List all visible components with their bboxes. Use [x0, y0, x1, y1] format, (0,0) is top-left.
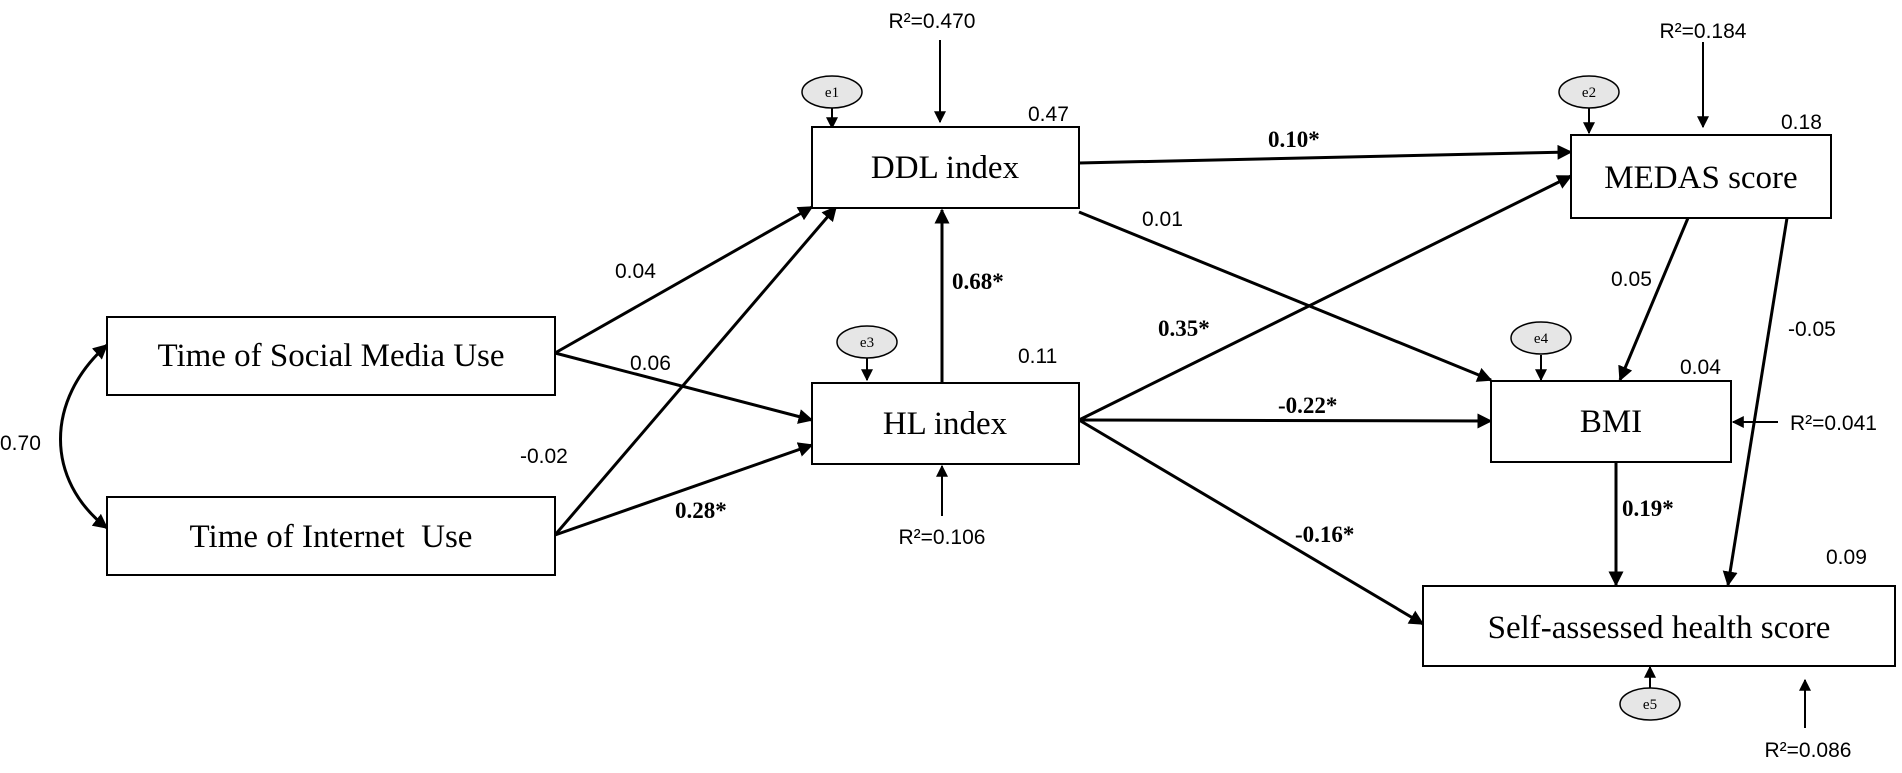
error-label: e4 [1534, 331, 1549, 347]
node-medas-score: MEDAS score [1570, 134, 1832, 219]
path-hl-medas [1078, 174, 1573, 422]
path-ddl-medas [1078, 144, 1573, 165]
node-self-assessed-health: Self-assessed health score [1422, 585, 1896, 667]
r2-bmi: R²=0.041 [1790, 412, 1877, 435]
node-hl-index: HL index [811, 382, 1080, 465]
path-hl-bmi [1078, 413, 1493, 429]
node-label: Time of Social Media Use [157, 338, 504, 374]
coef-hl-medas: 0.35* [1158, 316, 1210, 341]
error-label: e1 [825, 85, 839, 101]
node-label: BMI [1580, 404, 1642, 440]
node-label: Time of Internet Use [190, 519, 473, 555]
coef-hl-bmi: -0.22* [1278, 393, 1337, 418]
path-internet-hl [554, 442, 814, 537]
path-social-ddl [554, 205, 814, 355]
path-medas-bmi [1618, 217, 1690, 382]
coef-medas-self: -0.05 [1788, 318, 1836, 341]
node-label: HL index [883, 406, 1008, 442]
coef-bmi-self: 0.19* [1622, 496, 1674, 521]
node-bmi: BMI [1490, 380, 1732, 463]
value-ddl: 0.47 [1028, 103, 1069, 126]
error-e2: e2 [1558, 75, 1620, 109]
path-ddl-bmi [1078, 210, 1493, 382]
error-label: e5 [1643, 697, 1657, 713]
node-label: DDL index [871, 150, 1020, 186]
coef-hl-self: -0.16* [1295, 522, 1354, 547]
node-label: MEDAS score [1604, 160, 1797, 196]
r2-hl: R²=0.106 [899, 526, 986, 549]
r2-ddl: R²=0.470 [889, 10, 976, 33]
error-label: e2 [1582, 85, 1596, 101]
coef-hl-ddl: 0.68* [952, 269, 1004, 294]
covariance-arc [59, 343, 109, 530]
coef-medas-bmi: 0.05 [1611, 268, 1652, 291]
coef-social-hl: 0.06 [630, 352, 671, 375]
r2-medas: R²=0.184 [1660, 20, 1747, 43]
value-bmi: 0.04 [1680, 356, 1721, 379]
coef-social-ddl: 0.04 [615, 260, 656, 283]
coef-internet-ddl: -0.02 [520, 445, 568, 468]
path-hl-self [1078, 418, 1425, 626]
error-e5: e5 [1619, 687, 1681, 721]
value-hl: 0.11 [1018, 345, 1057, 368]
node-internet: Time of Internet Use [106, 496, 556, 576]
node-social-media: Time of Social Media Use [106, 316, 556, 396]
error-e1: e1 [801, 75, 863, 109]
error-label: e3 [860, 335, 874, 351]
value-medas: 0.18 [1781, 111, 1822, 134]
coef-internet-hl: 0.28* [675, 498, 727, 523]
r2-self: R²=0.086 [1765, 739, 1852, 762]
error-e3: e3 [836, 325, 898, 359]
value-self: 0.09 [1826, 546, 1867, 569]
coef-ddl-bmi: 0.01 [1142, 208, 1183, 231]
node-ddl-index: DDL index [811, 126, 1080, 209]
path-medas-self [1722, 217, 1789, 587]
node-label: Self-assessed health score [1488, 610, 1831, 646]
coef-covariance: 0.70 [0, 432, 41, 455]
path-internet-ddl [553, 205, 838, 536]
error-e4: e4 [1510, 321, 1572, 355]
coef-ddl-medas: 0.10* [1268, 127, 1320, 152]
